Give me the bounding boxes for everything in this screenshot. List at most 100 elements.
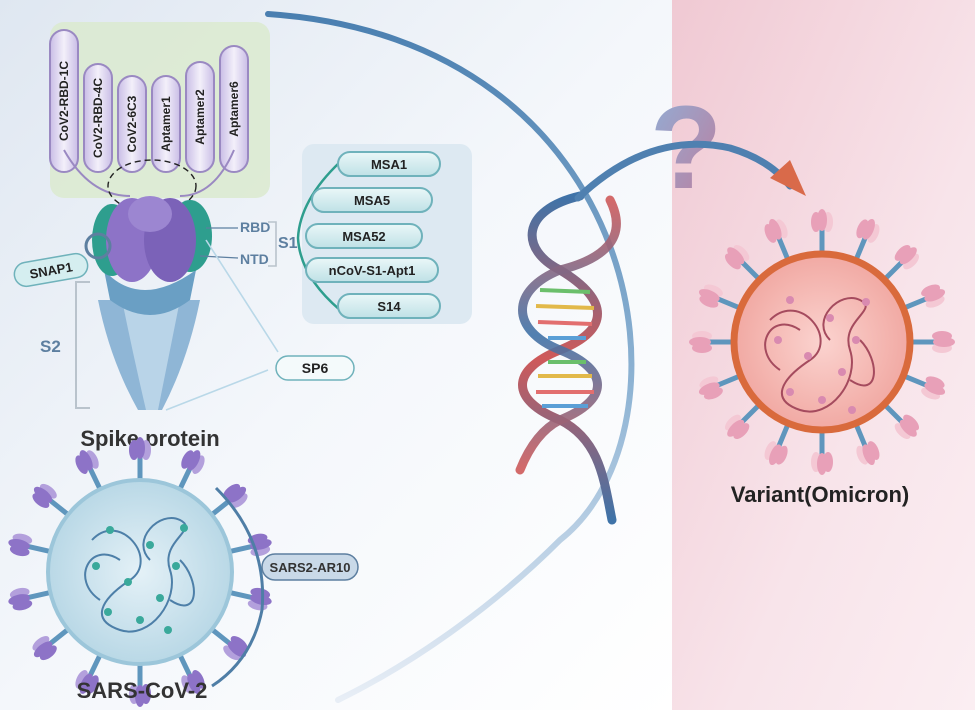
- spike: [698, 284, 742, 311]
- omicron-variant-virion: [689, 209, 955, 475]
- s1-aptamer-2: MSA52: [305, 223, 423, 249]
- s1-bracket-curve: [296, 161, 341, 311]
- spike: [853, 218, 880, 262]
- snap1-tag: SNAP1: [13, 252, 89, 288]
- top-aptamer-1: CoV2-RBD-4C: [83, 63, 113, 173]
- top-aptamer-label: CoV2-RBD-1C: [57, 61, 71, 141]
- spike: [32, 483, 72, 518]
- dna-base-pairs: [535, 288, 595, 408]
- top-aptamer-4: Aptamer2: [185, 61, 215, 173]
- top-aptamer-group: CoV2-RBD-1C CoV2-RBD-4C CoV2-6C3 Aptamer1 Ap…: [49, 29, 249, 173]
- top-aptamer-3: Aptamer1: [151, 75, 181, 173]
- top-aptamer-label: Aptamer2: [193, 89, 207, 145]
- spike: [698, 373, 742, 400]
- spike: [75, 652, 104, 694]
- omicron-rna-2: [764, 323, 875, 387]
- top-aptamer-pill: [49, 29, 79, 173]
- mutation-arrow-head: [770, 160, 806, 196]
- spike: [910, 331, 955, 353]
- s1-aptamer-pill: [305, 223, 423, 249]
- dna-strand-b: [515, 195, 621, 475]
- spike: [764, 422, 791, 466]
- spike-lobe-top: [128, 196, 172, 232]
- spike: [75, 450, 104, 492]
- spike: [902, 284, 946, 311]
- s1-aptamer-0: MSA1: [337, 151, 441, 177]
- spike: [902, 373, 946, 400]
- sp6-leaders: [165, 239, 279, 411]
- spike: [32, 626, 72, 661]
- s2-bracket: [75, 281, 90, 409]
- top-aptamer-0: CoV2-RBD-1C: [49, 29, 79, 173]
- top-aptamer-label: CoV2-RBD-4C: [91, 78, 105, 158]
- spike: [8, 587, 53, 611]
- sp6-label: SP6: [302, 360, 329, 376]
- omicron-rna: [769, 297, 867, 413]
- spike-protein-illustration: [84, 196, 212, 410]
- sars-rna-beads: [92, 524, 188, 634]
- sars-ar10-tag: SARS2-AR10: [261, 553, 359, 581]
- spike: [8, 533, 53, 557]
- spike: [176, 652, 205, 694]
- spike: [129, 662, 151, 707]
- s1-aptamer-label: MSA5: [354, 193, 390, 208]
- s1-aptamer-4: S14: [337, 293, 441, 319]
- spike-stalk-highlight: [120, 290, 182, 410]
- top-aptamer-pill: [219, 45, 249, 173]
- s1-aptamer-pill: [337, 151, 441, 177]
- s1-aptamer-label: nCoV-S1-Apt1: [329, 263, 416, 278]
- s1-bracket: [268, 221, 277, 267]
- snap1-label: SNAP1: [28, 259, 73, 281]
- top-aptamer-label: CoV2-6C3: [125, 95, 139, 152]
- aptamer-loop-lines: [63, 149, 235, 197]
- s1-aptamer-1: MSA5: [311, 187, 433, 213]
- large-arc: [265, 11, 635, 703]
- s1-aptamer-pill: [337, 293, 441, 319]
- spike: [853, 422, 880, 466]
- rbd-label: RBD: [240, 219, 270, 235]
- spike: [811, 430, 833, 475]
- snap1-ring: [84, 232, 112, 260]
- top-aptamer-2: CoV2-6C3: [117, 75, 147, 173]
- sars-cov-2-label: SARS-CoV-2: [77, 678, 208, 703]
- top-aptamer-pill: [185, 61, 215, 173]
- s1-aptamer-3: nCoV-S1-Apt1: [305, 257, 439, 283]
- spike: [882, 402, 920, 440]
- spike: [724, 244, 762, 282]
- top-aptamer-pill: [151, 75, 181, 173]
- top-aptamer-5: Aptamer6: [219, 45, 249, 173]
- dna-helix: [515, 191, 621, 525]
- spike: [882, 244, 920, 282]
- spike: [764, 218, 791, 262]
- mutation-arrow-shaft: [574, 140, 794, 202]
- spike: [208, 626, 248, 661]
- top-aptamer-pill: [83, 63, 113, 173]
- top-aptamer-label: Aptamer1: [159, 96, 173, 152]
- sars-ar10-label: SARS2-AR10: [270, 560, 351, 575]
- s1-aptamer-label: MSA52: [342, 229, 385, 244]
- ntd-label: NTD: [240, 251, 269, 267]
- sars-rna-2: [84, 553, 195, 607]
- omicron-rna-beads: [774, 296, 870, 414]
- s2-label: S2: [40, 337, 61, 356]
- spike-neck: [104, 270, 196, 315]
- top-aptamer-label: Aptamer6: [227, 81, 241, 137]
- omicron-spikes: [689, 209, 955, 475]
- sars-ar10-arc: [211, 486, 265, 688]
- spike: [129, 437, 151, 482]
- spike: [176, 450, 205, 492]
- ntd-leader: [199, 255, 239, 259]
- variant-label: Variant(Omicron): [731, 482, 909, 507]
- sp6-tag: SP6: [275, 355, 355, 381]
- s1-aptamer-pill: [311, 187, 433, 213]
- spike: [724, 402, 762, 440]
- s1-aptamer-label: S14: [377, 299, 401, 314]
- top-aptamer-pill: [117, 75, 147, 173]
- spike: [811, 209, 833, 254]
- spike: [689, 331, 734, 353]
- sars-rna: [91, 517, 187, 633]
- sars-envelope: [46, 478, 234, 666]
